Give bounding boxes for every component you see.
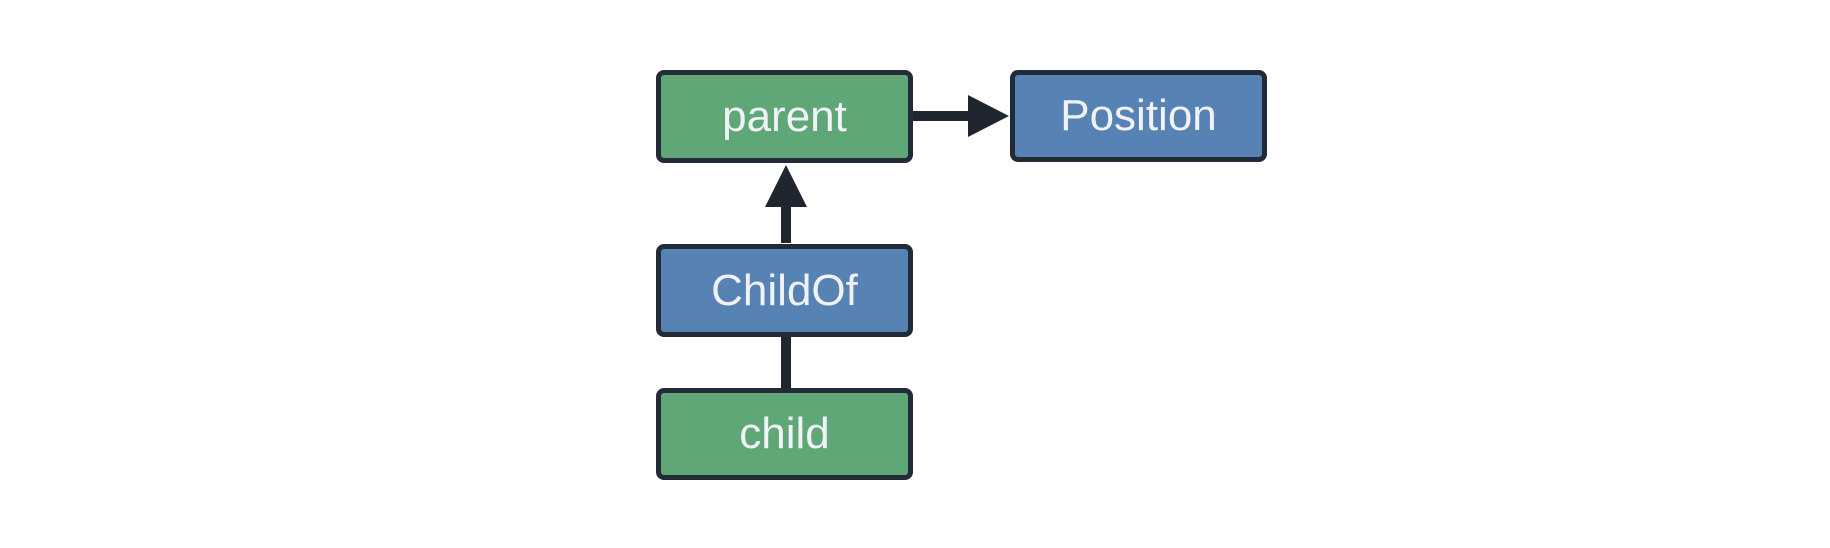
node-childof-label: ChildOf [711,265,858,315]
arrowhead-up-icon [765,165,807,207]
node-childof: ChildOf [656,244,913,337]
node-child: child [656,388,913,480]
node-parent-label: parent [722,91,847,141]
node-child-label: child [739,409,830,458]
edge-parent-to-position [913,95,1009,137]
node-parent: parent [656,70,913,163]
node-position-label: Position [1060,91,1217,140]
edge-childof-to-parent [765,165,807,243]
arrowhead-right-icon [968,95,1009,137]
node-position: Position [1010,70,1267,162]
